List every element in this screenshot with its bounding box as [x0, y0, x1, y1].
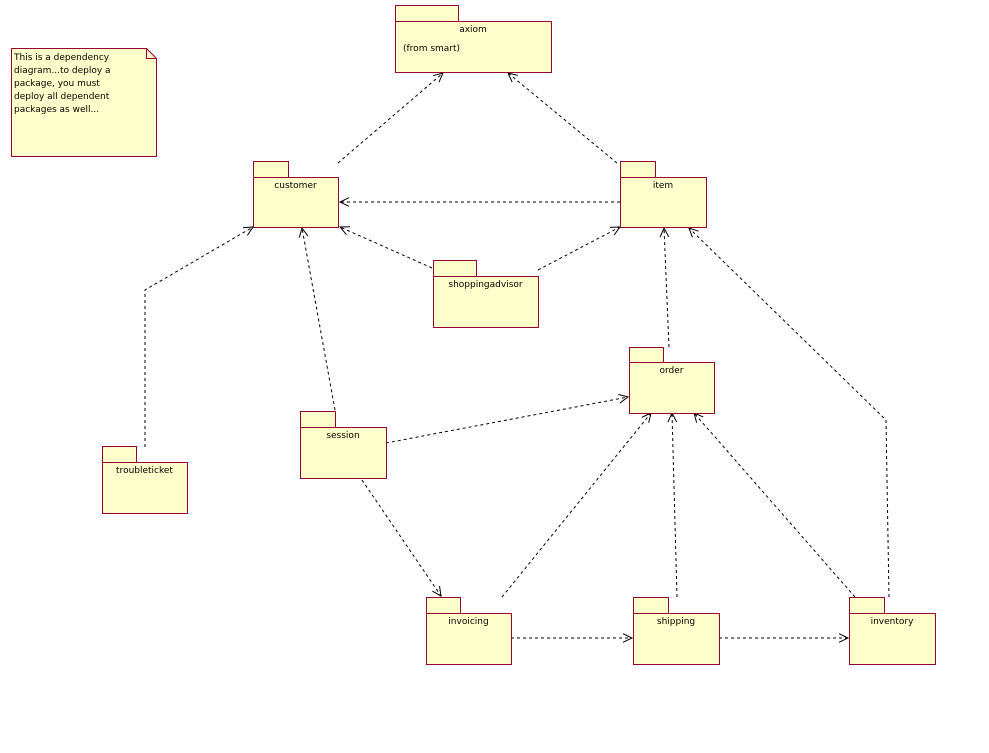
package-tab — [395, 5, 459, 22]
open-arrowhead-icon — [622, 633, 634, 643]
dependency-line — [501, 412, 652, 598]
package-tab — [253, 161, 289, 178]
dependency-troubleticket-to-customer[interactable] — [144, 226, 254, 447]
package-name: inventory — [871, 617, 915, 627]
dependency-line — [688, 227, 890, 598]
package-name: troubleticket — [116, 466, 173, 476]
dependency-session-to-invoicing[interactable] — [361, 479, 442, 597]
open-arrowhead-icon — [838, 633, 850, 643]
package-tab — [102, 446, 137, 463]
package-item[interactable]: item — [620, 161, 707, 228]
open-arrowhead-icon — [432, 586, 442, 597]
package-inventory[interactable]: inventory — [849, 597, 936, 665]
package-tab — [300, 411, 336, 428]
dependency-invoicing-to-order[interactable] — [501, 412, 652, 598]
package-body — [629, 362, 715, 414]
package-namespace: (from smart) — [403, 44, 460, 54]
package-body — [253, 177, 339, 228]
open-arrowhead-icon — [338, 226, 351, 235]
dependency-line — [663, 227, 670, 348]
package-tab — [629, 347, 664, 363]
dependency-line — [144, 226, 254, 447]
package-tab — [620, 161, 656, 178]
dependency-order-to-item[interactable] — [659, 226, 670, 348]
package-tab — [433, 260, 477, 277]
open-arrowhead-icon — [618, 393, 630, 404]
package-shipping[interactable]: shipping — [633, 597, 720, 665]
dependency-inventory-to-order[interactable] — [693, 412, 856, 598]
dependency-line — [537, 226, 621, 271]
dependency-customer-to-axiom[interactable] — [337, 72, 444, 164]
dependency-line — [693, 412, 856, 598]
dependency-inventory-to-item[interactable] — [688, 227, 890, 598]
package-troubleticket[interactable]: troubleticket — [102, 446, 188, 514]
package-name: axiom — [459, 25, 487, 35]
dependency-line — [361, 479, 442, 597]
package-tab — [633, 597, 669, 614]
note-text-line: deploy all dependent — [14, 92, 110, 102]
package-tab — [426, 597, 461, 614]
note-text-line: package, you must — [14, 79, 100, 89]
package-name: session — [326, 431, 359, 441]
dependency-item-to-axiom[interactable] — [507, 72, 618, 164]
dependency-shipping-to-order[interactable] — [667, 411, 678, 598]
dependency-line — [301, 227, 336, 411]
dependency-invoicing-to-shipping[interactable] — [511, 633, 634, 643]
package-name: item — [653, 181, 673, 191]
package-session[interactable]: session — [300, 411, 387, 479]
dependency-session-to-order[interactable] — [385, 393, 630, 444]
package-name: shoppingadvisor — [448, 280, 522, 290]
dependency-line — [339, 226, 433, 269]
package-name: order — [660, 366, 684, 376]
note-text-line: This is a dependency — [13, 53, 110, 63]
dependency-shoppingadvisor-to-customer[interactable] — [338, 226, 433, 269]
dependency-line — [507, 72, 618, 164]
dependency-item-to-customer[interactable] — [338, 197, 620, 207]
dependency-shipping-to-inventory[interactable] — [719, 633, 850, 643]
package-name: shipping — [657, 617, 695, 627]
open-arrowhead-icon — [433, 72, 444, 83]
package-order[interactable]: order — [629, 347, 715, 414]
open-arrowhead-icon — [242, 226, 254, 236]
dependency-line — [671, 412, 678, 598]
package-tab — [849, 597, 885, 614]
package-name: invoicing — [448, 617, 488, 627]
package-body — [633, 613, 720, 665]
package-axiom[interactable]: axiom (from smart) — [395, 5, 552, 73]
note-dogear — [146, 48, 157, 59]
package-body — [395, 21, 552, 73]
package-invoicing[interactable]: invoicing — [426, 597, 512, 665]
dependency-session-to-customer[interactable] — [298, 226, 336, 411]
dependency-line — [385, 396, 629, 444]
package-body — [102, 462, 188, 514]
package-body — [849, 613, 936, 665]
dependency-shoppingadvisor-to-item[interactable] — [537, 226, 622, 271]
package-name: customer — [274, 181, 317, 191]
note-text-line: diagram...to deploy a — [14, 66, 111, 76]
dependency-line — [337, 72, 444, 164]
note-shape — [11, 48, 157, 157]
note[interactable]: This is a dependency diagram...to deploy … — [11, 48, 157, 157]
package-body — [620, 177, 707, 228]
open-arrowhead-icon — [609, 226, 622, 236]
package-shoppingadvisor[interactable]: shoppingadvisor — [433, 260, 539, 328]
package-body — [426, 613, 512, 665]
open-arrowhead-icon — [338, 197, 350, 207]
package-body — [300, 427, 387, 479]
package-customer[interactable]: customer — [253, 161, 339, 228]
note-text-line: packages as well... — [14, 105, 99, 115]
package-body — [433, 276, 539, 328]
